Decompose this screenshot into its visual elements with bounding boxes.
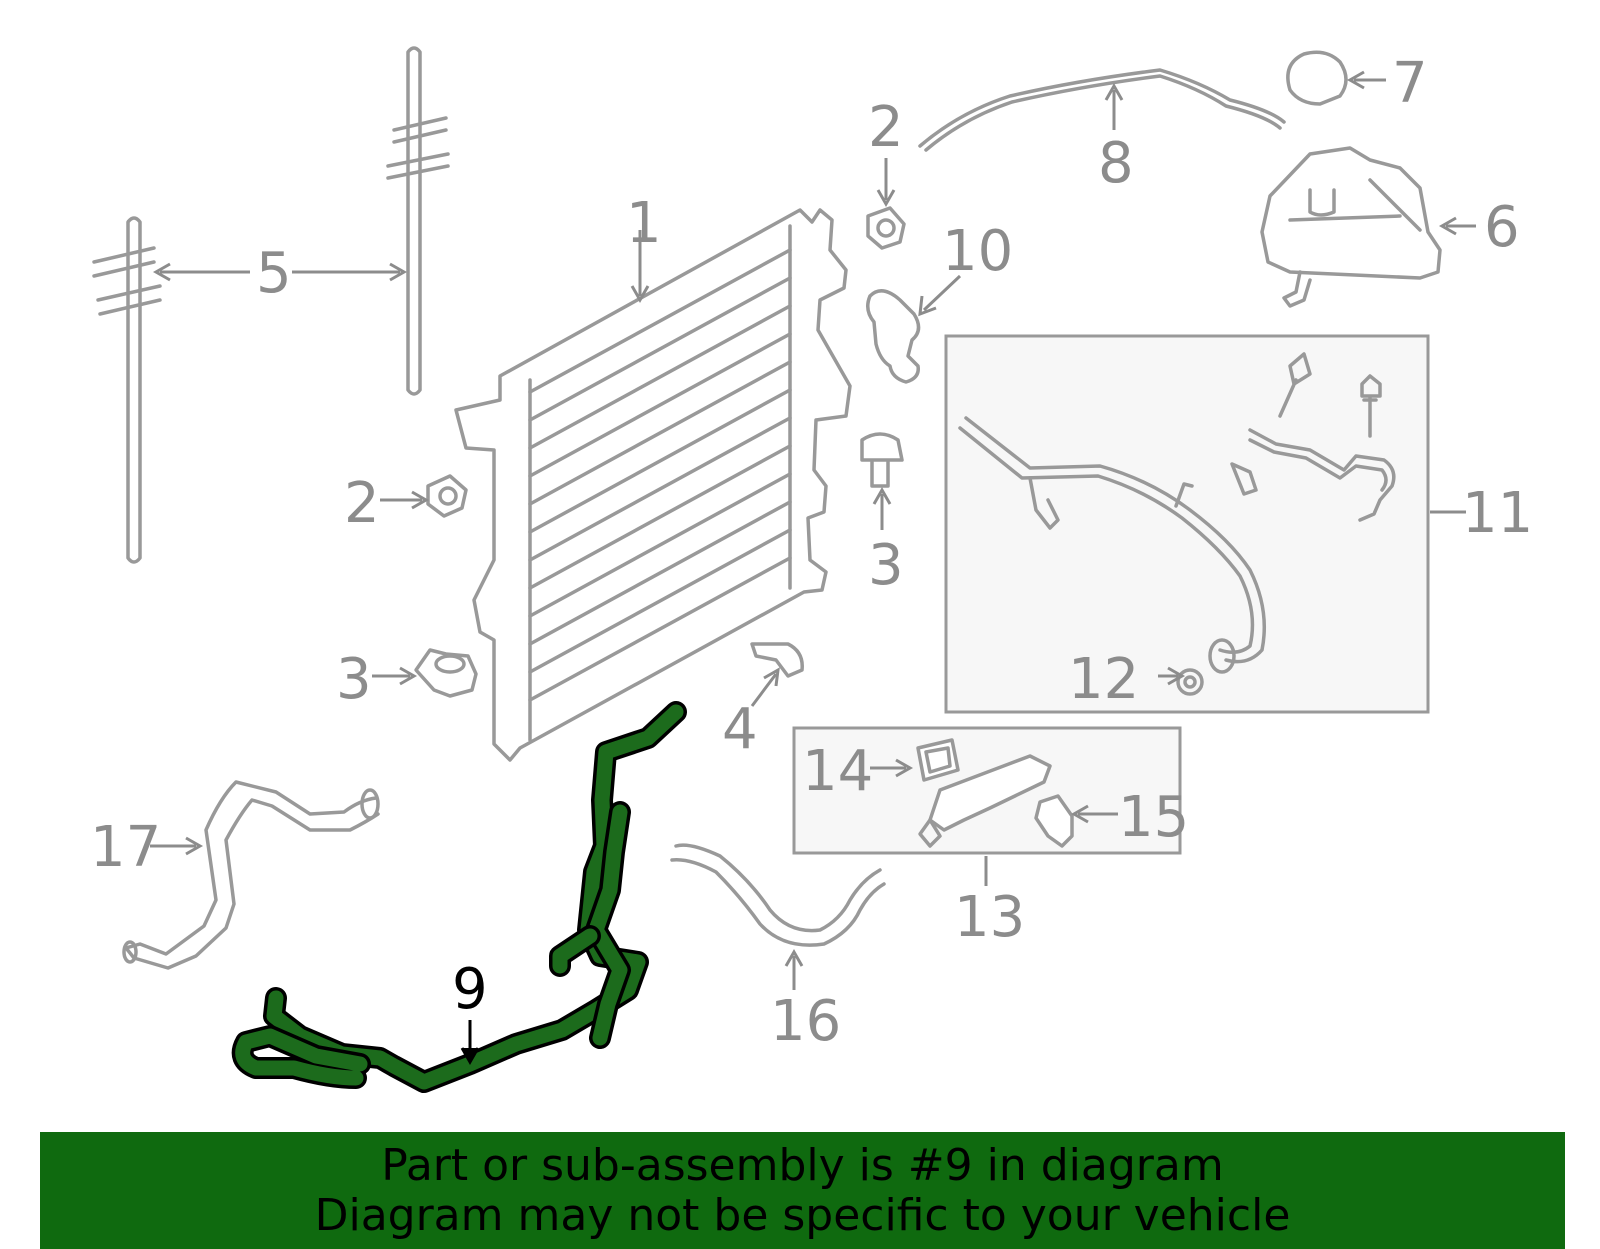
- part-10-hose: [866, 289, 921, 384]
- part-16-hose: [670, 843, 886, 947]
- callout-12: 12: [1068, 647, 1139, 712]
- callout-10: 10: [942, 219, 1013, 284]
- callout-5: 5: [256, 241, 292, 306]
- part-7-cap: [1286, 50, 1348, 106]
- part-12-oring: [1176, 668, 1204, 696]
- callout-9: 9: [452, 957, 488, 1022]
- callout-1: 1: [626, 191, 662, 256]
- part-9-hose-highlighted: [231, 701, 687, 1093]
- callout-17: 17: [90, 815, 161, 880]
- callout-14: 14: [802, 739, 873, 804]
- callout-15: 15: [1118, 785, 1189, 850]
- callout-2-upper: 2: [868, 95, 904, 160]
- banner-line-1: Part or sub-assembly is #9 in diagram: [381, 1139, 1224, 1191]
- part-11-pipe: [958, 416, 1267, 674]
- part-11-tube: [1230, 428, 1396, 522]
- callout-8: 8: [1098, 131, 1134, 196]
- part-3-bolt-right: [860, 432, 904, 488]
- callout-6: 6: [1484, 195, 1520, 260]
- part-2-nut-upper: [866, 206, 906, 250]
- part-4-bracket: [750, 642, 804, 678]
- callout-3-right: 3: [868, 533, 904, 598]
- callout-2-lower: 2: [344, 471, 380, 536]
- part-17-hose: [122, 780, 380, 970]
- part-1-radiator: [454, 208, 852, 762]
- part-8-hose: [918, 68, 1286, 152]
- part-15-sensor: [1034, 794, 1074, 848]
- part-11-bolts: [1278, 352, 1382, 438]
- callout-4: 4: [722, 697, 758, 762]
- callout-3-left: 3: [336, 647, 372, 712]
- info-banner: Part or sub-assembly is #9 in diagram Di…: [40, 1132, 1565, 1249]
- part-6-reservoir: [1260, 146, 1442, 308]
- banner-line-2: Diagram may not be specific to your vehi…: [314, 1189, 1291, 1241]
- callout-7: 7: [1392, 51, 1428, 116]
- callout-13: 13: [954, 885, 1025, 950]
- part-13-sensor-body: [918, 754, 1052, 848]
- part-2-nut-lower: [426, 474, 468, 518]
- part-14-gasket: [916, 738, 960, 782]
- part-5-rods: [92, 46, 450, 564]
- callout-16: 16: [770, 989, 841, 1054]
- part-3-clip-left: [414, 648, 478, 698]
- callout-11: 11: [1462, 481, 1533, 546]
- leader-lines: [150, 70, 1476, 1066]
